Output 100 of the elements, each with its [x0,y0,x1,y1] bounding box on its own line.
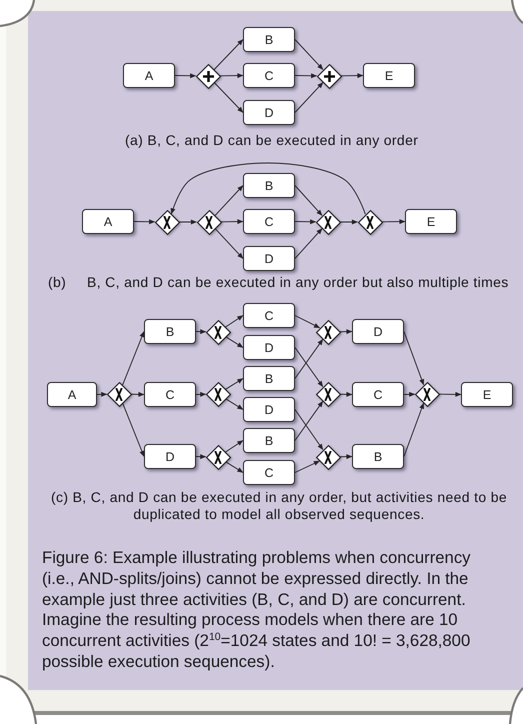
arrow [294,73,318,78]
gateway-diamond [316,64,342,88]
arrow [214,228,244,259]
gateway-diamond [196,210,222,234]
activity-box [243,428,295,453]
arrow [96,392,108,397]
activity-box [243,397,295,422]
activity-box [405,209,457,234]
arrow [382,219,406,224]
activity-label: A [144,68,154,82]
activity-label: B [166,324,174,338]
arrow [174,73,196,78]
activity-box [243,209,295,234]
arrow [122,402,144,457]
activity-label: A [104,214,112,228]
arrow [225,440,244,452]
gateway-diamond [358,210,382,234]
arrow [179,220,197,224]
activity-box [243,63,295,88]
arrow [214,82,244,113]
gateway-diamond [316,382,340,406]
arrow [220,73,244,78]
arrow [294,82,324,113]
activity-label: C [264,466,274,480]
activity-label: C [264,308,274,322]
arrow [294,347,324,388]
activity-box [243,27,295,52]
arrow [134,219,156,224]
arrow [122,331,144,386]
subfigure-caption: (a) B, C, and D can be executed in any order [125,132,418,148]
arrow [130,392,144,397]
arrow [196,454,206,460]
arrow [170,162,366,215]
activity-label: D [165,450,175,464]
activity-label: D [264,106,274,120]
gateway-diamond [316,210,340,234]
activity-label: B [264,32,274,46]
subfigure-caption: B, C, and D can be executed in any order but also multiple times [87,274,509,290]
activity-label: D [373,324,383,338]
activity-box [243,303,295,328]
arrow [294,219,316,224]
activity-box [243,246,295,271]
arrow [214,39,244,70]
activity-label: E [482,388,492,402]
gateway-diamond [196,64,220,88]
arrow [220,219,244,224]
activity-box [352,319,404,344]
arrow [404,392,416,397]
gateway-diamond [106,382,132,406]
activity-box [47,382,97,407]
activity-label: D [264,252,274,266]
activity-label: B [264,178,274,192]
arrow [404,402,424,457]
arrow [196,392,206,397]
activity-box [243,173,295,198]
arrow [294,338,324,379]
arrow [294,460,320,473]
subfigure-caption: (c) B, C, and D can be executed in any order, but activities need to be duplicated to model all observed sequences. [50,489,508,523]
activity-box [461,382,513,407]
activity-label: B [264,372,274,386]
activity-box [243,366,295,391]
arrow [340,329,352,334]
arrow [294,39,324,70]
activity-label: D [264,340,274,354]
arrow [294,228,323,259]
arrow [438,392,462,397]
activity-box [82,209,134,234]
arrow [294,315,320,328]
activity-label: E [426,214,436,228]
activity-box [144,382,196,407]
arrow [404,331,424,386]
arrow [340,454,352,460]
activity-box [243,335,295,360]
arrow [340,220,358,224]
arrow [225,461,244,473]
arrow [225,398,244,410]
arrow [340,73,364,78]
activity-box [123,63,175,88]
gateway-diamond [206,320,230,344]
arrow [294,409,324,450]
figure-caption: Figure 6: Example illustrating problems when concurrency (i.e., AND-splits/joins) cannot be expressed directly. In the example just three activities (B, C, and D) are concurrent. Imagine the resulting process models when there are 10 concurrent activities (2$^{10}$=1024 states and 10! = 3,628,800 possible execution sequences). [42,548,472,673]
activity-label: C [165,388,175,402]
activity-box [243,460,295,485]
activity-label: B [374,450,382,464]
arrow [294,185,323,216]
arrow [294,400,324,441]
gateway-diamond [206,382,230,406]
activity-box [144,319,196,344]
gateway-diamond [206,444,230,470]
activity-label: C [264,214,274,228]
activity-label: C [264,68,274,82]
arrow [340,392,352,397]
arrow [225,336,244,348]
activity-box [363,63,415,88]
gateway-diamond [316,444,340,470]
arrow [225,315,244,328]
activity-label: B [264,434,274,448]
gateway-diamond [154,210,180,234]
activity-box [144,444,196,469]
arrow [225,378,244,390]
